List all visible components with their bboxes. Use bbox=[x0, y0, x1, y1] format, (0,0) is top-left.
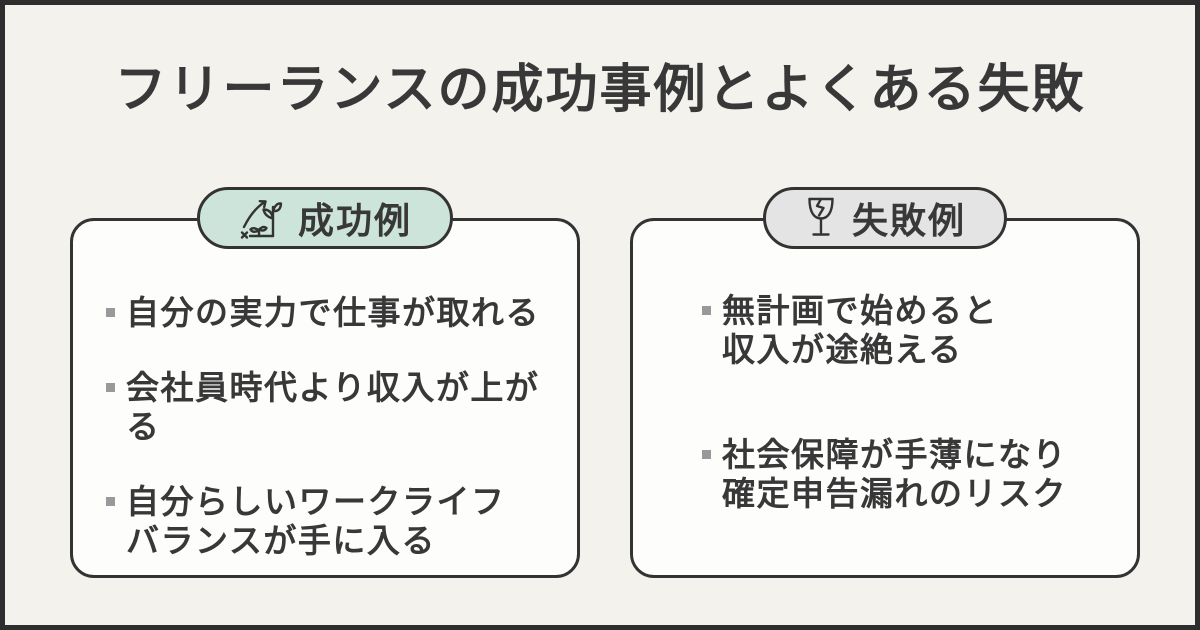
success-badge: 成功例 bbox=[196, 187, 454, 249]
list-item-text: 無計画で始めると 収入が途絶える bbox=[722, 292, 998, 368]
success-badge-label: 成功例 bbox=[297, 200, 413, 241]
list-item: 自分らしいワークライフ バランスが手に入る bbox=[106, 482, 561, 560]
list-item-text: 社会保障が手薄になり 確定申告漏れのリスク bbox=[722, 436, 1067, 512]
list-item-text: 自分らしいワークライフ バランスが手に入る bbox=[126, 483, 506, 559]
bullet-square-icon bbox=[106, 383, 115, 392]
list-item-text: 会社員時代より収入が上がる bbox=[126, 369, 540, 445]
failure-card: 失敗例 無計画で始めると 収入が途絶える 社会保障が手薄になり 確定申告漏れのリ… bbox=[630, 187, 1140, 578]
page-title: フリーランスの成功事例とよくある失敗 bbox=[114, 61, 1086, 119]
success-card: 成功例 自分の実力で仕事が取れる 会社員時代より収入が上がる 自分らしいワークラ… bbox=[70, 187, 580, 578]
bullet-square-icon bbox=[106, 308, 115, 317]
list-item: 無計画で始めると 収入が途絶える bbox=[702, 291, 1121, 369]
plant-growth-icon bbox=[238, 195, 284, 241]
failure-badge: 失敗例 bbox=[762, 187, 1008, 249]
bullet-square-icon bbox=[702, 306, 711, 315]
bullet-square-icon bbox=[702, 450, 711, 459]
bullet-square-icon bbox=[106, 497, 115, 506]
failure-badge-label: 失敗例 bbox=[851, 200, 967, 241]
list-item: 社会保障が手薄になり 確定申告漏れのリスク bbox=[702, 435, 1121, 513]
list-item: 自分の実力で仕事が取れる bbox=[106, 293, 561, 332]
list-item-text: 自分の実力で仕事が取れる bbox=[126, 294, 540, 331]
failure-list: 無計画で始めると 収入が途絶える 社会保障が手薄になり 確定申告漏れのリスク bbox=[633, 221, 1137, 513]
success-list: 自分の実力で仕事が取れる 会社員時代より収入が上がる 自分らしいワークライフ バ… bbox=[73, 221, 577, 560]
broken-glass-icon bbox=[804, 195, 838, 241]
list-item: 会社員時代より収入が上がる bbox=[106, 368, 561, 446]
